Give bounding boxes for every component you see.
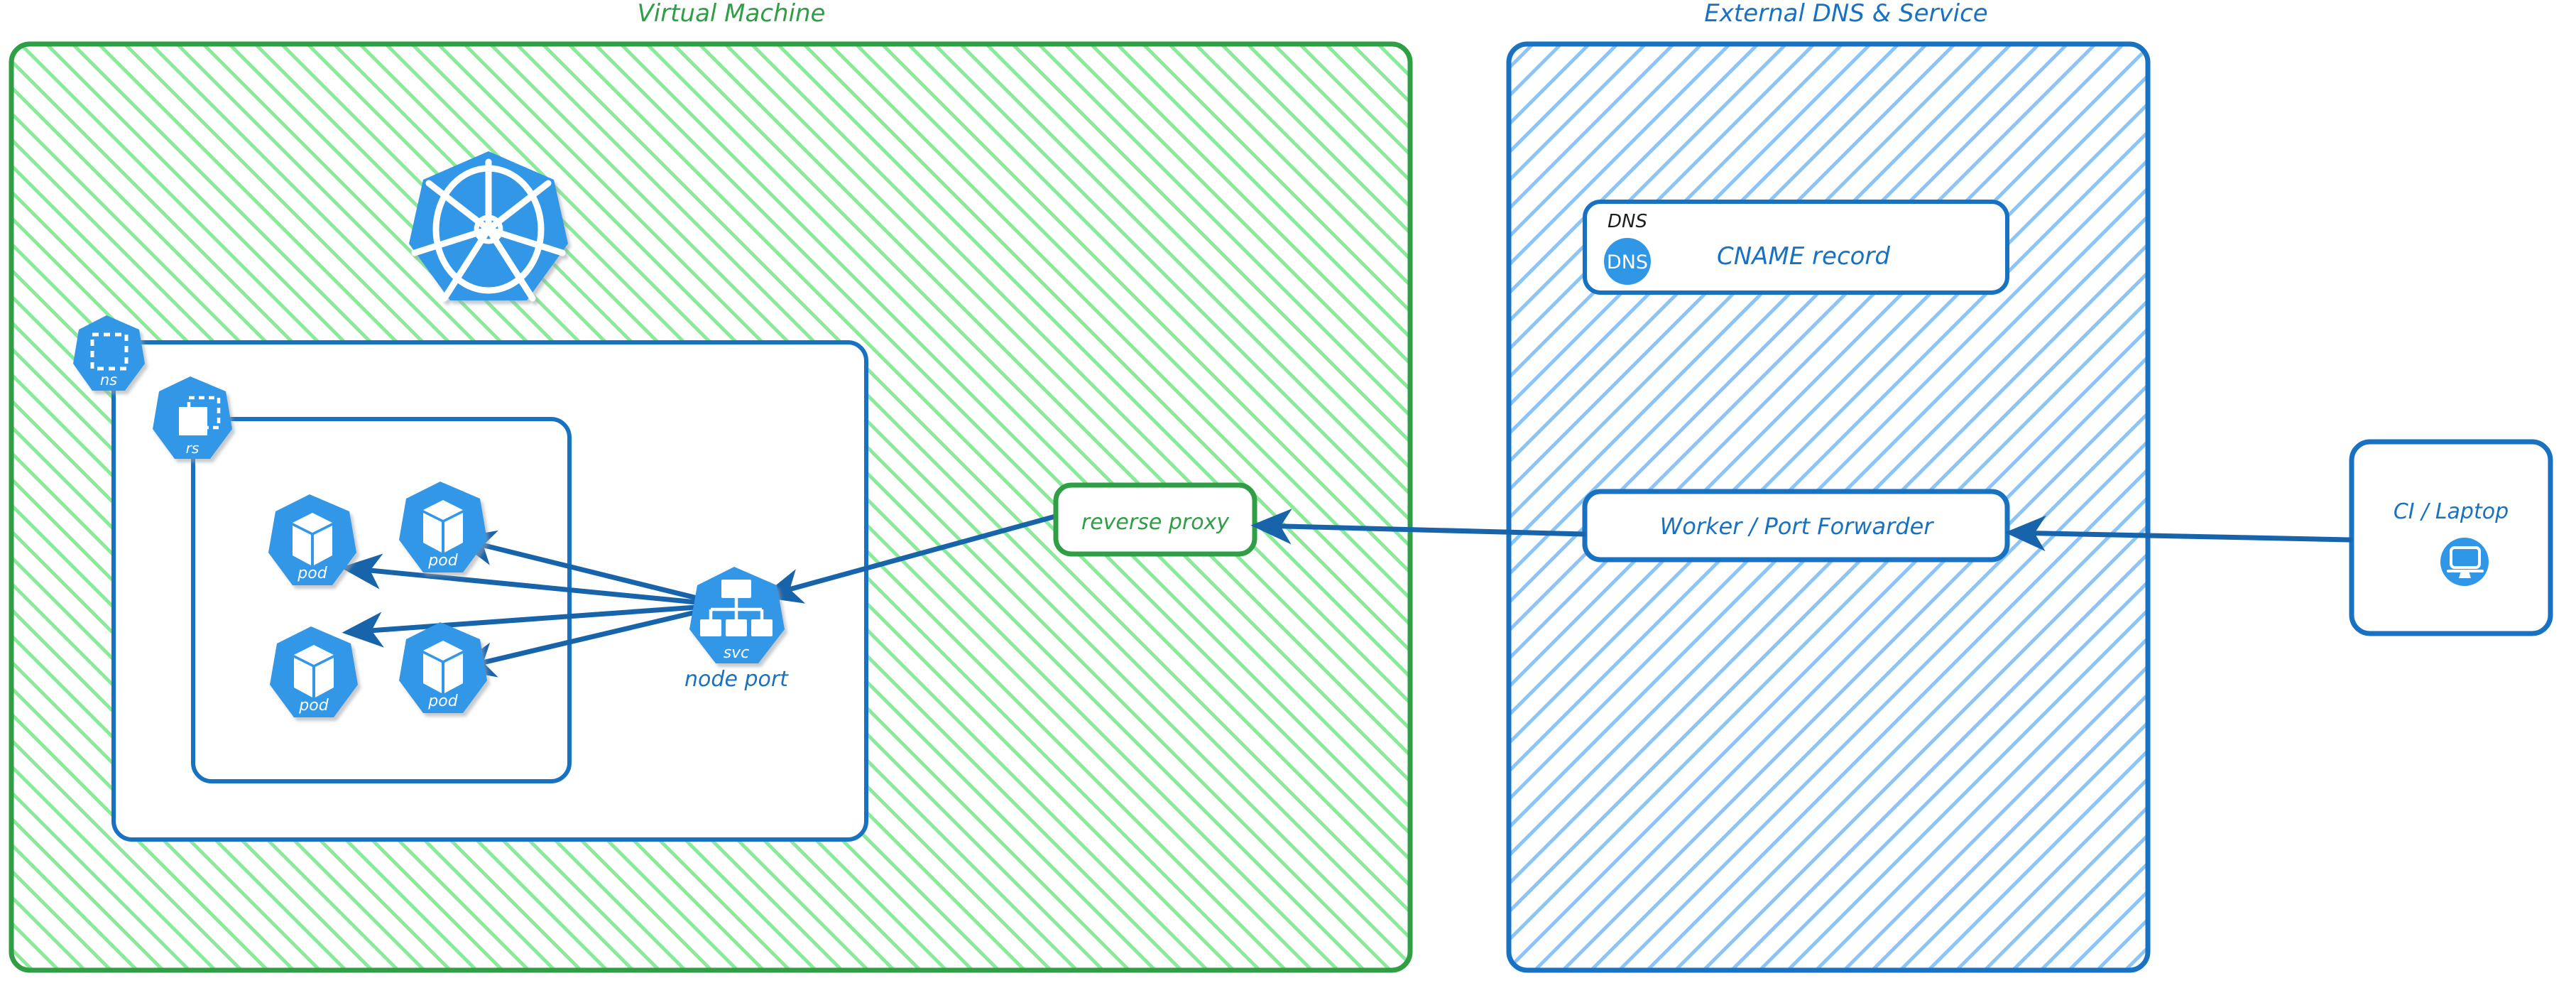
dns-card[interactable]: DNS DNS CNAME record: [1583, 200, 2009, 295]
replicaset-box: [191, 417, 572, 783]
pod-label-4: pod: [427, 693, 458, 710]
node-port-caption: node port: [684, 667, 789, 692]
reverse-proxy-box[interactable]: reverse proxy: [1053, 482, 1257, 557]
pod-icon-4: pod: [399, 622, 487, 713]
namespace-icon: ns: [73, 315, 145, 391]
service-icon: svc: [689, 567, 785, 663]
monitor-icon: [2440, 538, 2489, 586]
worker-port-forwarder-label: Worker / Port Forwarder: [1660, 513, 1935, 540]
pod-icon-2: pod: [399, 482, 487, 572]
edge-svc-pod-3: [342, 602, 728, 648]
service-label: svc: [724, 644, 750, 662]
pod-icon-1: pod: [268, 494, 356, 585]
edge-cilaptop-to-worker: [2004, 515, 2353, 552]
cname-record-label: CNAME record: [1717, 242, 1890, 271]
external-panel-title: External DNS & Service: [1704, 0, 1987, 28]
pod-icon-3: pod: [270, 626, 358, 717]
namespace-label: ns: [100, 371, 117, 389]
dns-badge-icon: [1604, 238, 1651, 285]
dns-badge-label: DNS: [1607, 251, 1648, 273]
kubernetes-logo: [409, 151, 568, 302]
replicaset-icon: rs: [153, 376, 232, 459]
worker-port-forwarder-box[interactable]: Worker / Port Forwarder: [1582, 489, 2010, 563]
pod-label-2: pod: [427, 552, 458, 570]
vm-panel-title: Virtual Machine: [638, 0, 826, 28]
dns-card-header: DNS: [1608, 211, 1647, 232]
edge-svc-pod-1: [340, 553, 728, 608]
pod-label-1: pod: [297, 565, 327, 582]
edge-svc-to-pods: [340, 530, 728, 678]
edge-svc-pod-4: [454, 602, 728, 678]
edge-svc-pod-2: [454, 530, 728, 608]
pod-label-3: pod: [298, 697, 329, 715]
replicaset-label: rs: [186, 440, 200, 457]
ci-laptop-box[interactable]: CI / Laptop: [2349, 439, 2553, 636]
ci-laptop-label: CI / Laptop: [2394, 499, 2509, 524]
edge-worker-to-reverseproxy: [1250, 509, 1586, 545]
reverse-proxy-label: reverse proxy: [1081, 510, 1230, 535]
edge-reverseproxy-to-svc: [760, 513, 1061, 604]
